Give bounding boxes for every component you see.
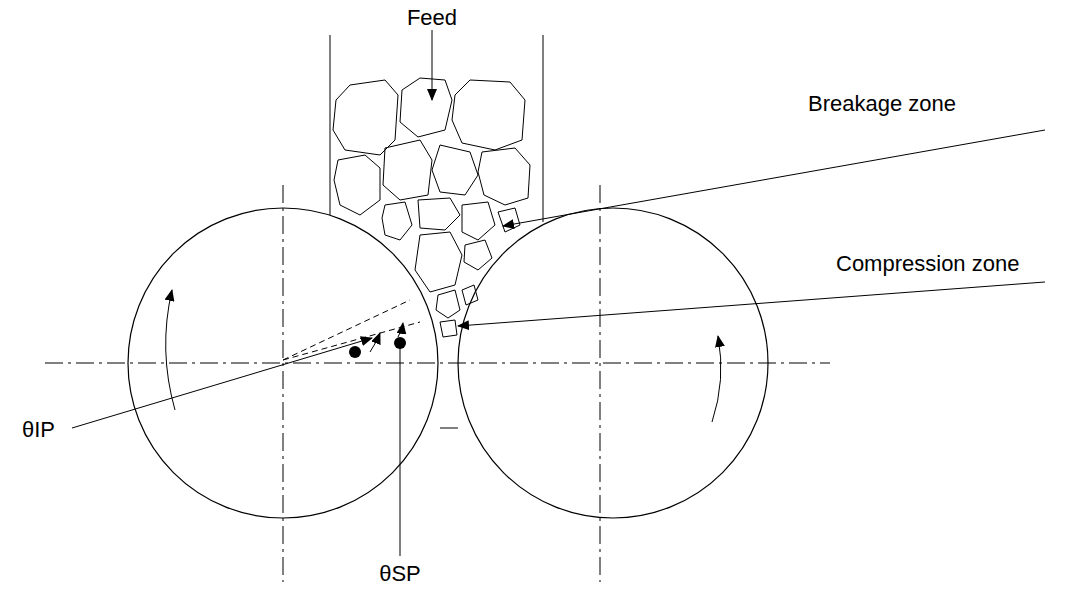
leader-line	[503, 130, 1045, 226]
feed-chute-wall	[543, 35, 544, 222]
zone-label: Compression zone	[836, 252, 1019, 276]
angle-label: θSP	[379, 562, 421, 586]
angle-ray	[283, 322, 420, 360]
angle-dot	[349, 346, 361, 358]
angle-label: θIP	[22, 418, 55, 442]
zone-label: Breakage zone	[808, 92, 956, 116]
gap-mark	[440, 428, 458, 429]
center-line	[600, 185, 601, 582]
feed-rocks	[333, 78, 530, 337]
angle-arc	[398, 323, 403, 337]
angle-dot	[394, 337, 406, 349]
center-line	[283, 185, 284, 582]
right-roll	[458, 208, 768, 518]
left-roll	[128, 208, 438, 518]
leader-line	[72, 338, 372, 428]
rotation-arrow	[166, 290, 175, 410]
rotation-arrow	[712, 336, 721, 422]
feed-arrow	[432, 30, 433, 100]
leader-line	[458, 282, 1045, 326]
feed-label: Feed	[407, 6, 457, 30]
angle-arc	[370, 333, 380, 352]
leader-line	[400, 343, 401, 556]
feed-chute-wall	[330, 35, 331, 215]
